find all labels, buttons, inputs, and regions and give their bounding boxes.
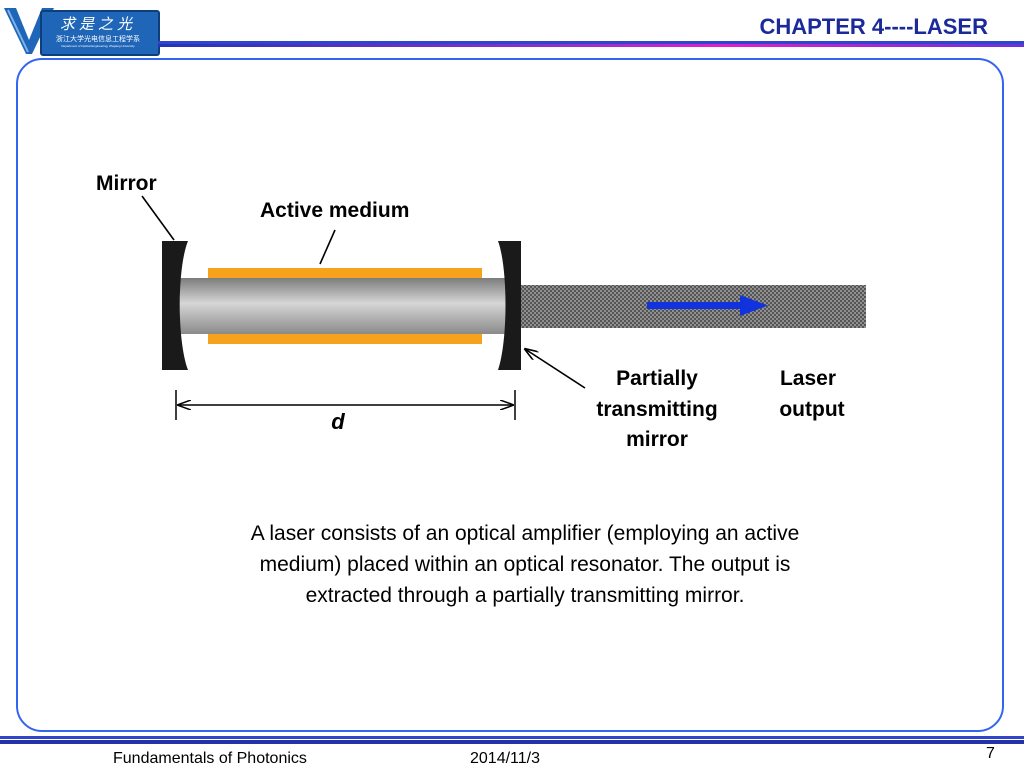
label-partial-mirror-line2: transmitting: [596, 398, 717, 421]
mirror-left: [162, 241, 188, 370]
footer-rule: [0, 736, 1024, 745]
logo-subtitle: Department of Optical Engineering, Zheji…: [61, 44, 135, 48]
logo-motto: 求是之光: [59, 15, 136, 33]
medium-strip-top: [208, 268, 482, 278]
mirror-pointer: [141, 195, 175, 241]
label-cavity-length: d: [331, 409, 345, 434]
page-number: 7: [986, 745, 995, 762]
footer-date: 2014/11/3: [470, 750, 540, 767]
caption: A laser consists of an optical amplifier…: [250, 522, 800, 607]
label-laser-output-line1: Laser: [780, 367, 836, 390]
label-active-medium: Active medium: [260, 199, 409, 222]
logo-department: 浙江大学光电信息工程学系: [56, 36, 140, 43]
label-partial-mirror-line3: mirror: [626, 428, 688, 451]
footer-course: Fundamentals of Photonics: [113, 750, 307, 767]
label-mirror: Mirror: [96, 172, 157, 195]
university-logo: 求是之光 浙江大学光电信息工程学系 Department of Optical …: [2, 2, 162, 60]
mirror-right: [498, 241, 521, 370]
partial-mirror-pointer: [525, 349, 586, 389]
content-frame: [16, 58, 1004, 732]
output-direction-arrow-icon: [647, 295, 768, 316]
medium-strip-bottom: [208, 334, 482, 344]
header-rule: [158, 41, 1024, 49]
label-partial-mirror-line1: Partially: [616, 367, 698, 390]
logo-plate: [40, 10, 160, 56]
chapter-title: CHAPTER 4----LASER: [759, 14, 988, 39]
active-medium-rod: [180, 278, 510, 334]
medium-pointer: [319, 229, 336, 265]
label-laser-output-line2: output: [779, 398, 844, 421]
